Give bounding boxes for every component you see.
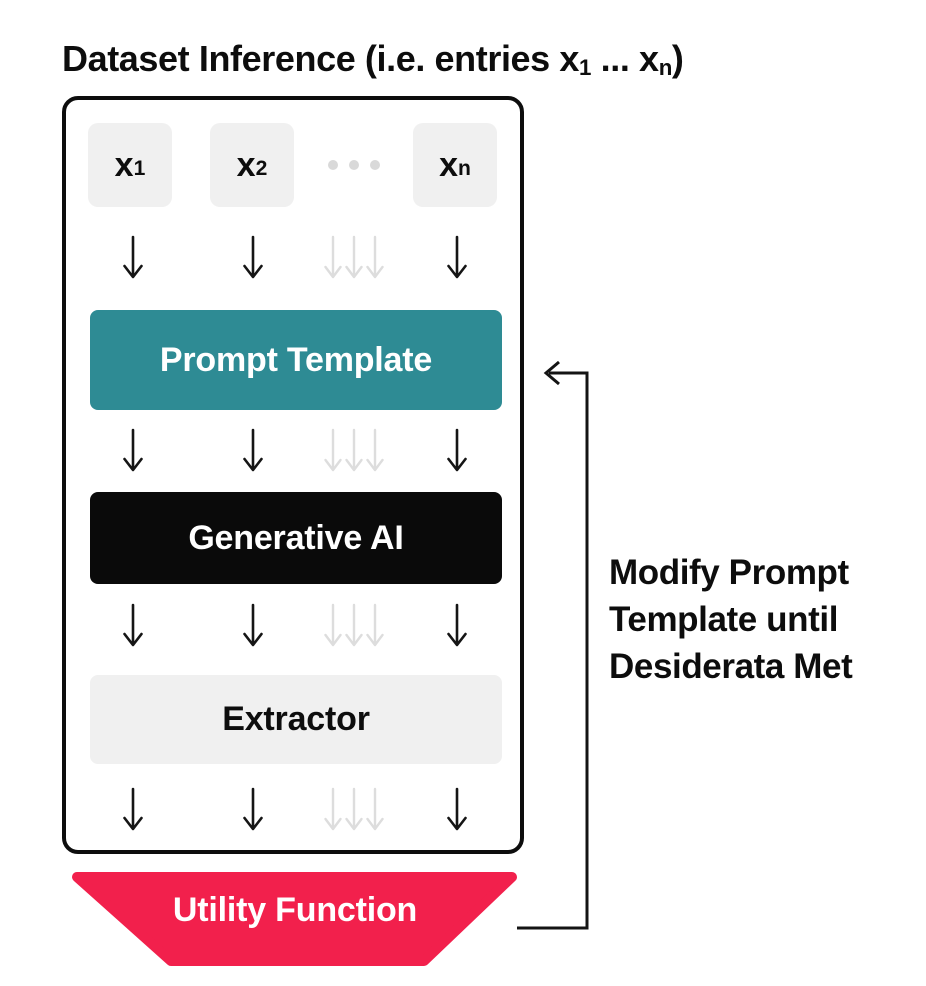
prompt-template-label: Prompt Template xyxy=(159,340,433,379)
down-arrow-icon xyxy=(447,787,467,831)
title-text: ) xyxy=(671,38,684,79)
feedback-note-line: Template until xyxy=(609,600,839,639)
extractor-label: Extractor xyxy=(222,700,370,738)
prompt-template-box: Prompt Template xyxy=(90,310,502,410)
generative-ai-box: Generative AI xyxy=(90,492,502,584)
title-subscript-1: 1 xyxy=(579,55,592,81)
down-arrow-faded-icon xyxy=(345,235,363,279)
entry-label: x xyxy=(236,145,256,184)
page-title: Dataset Inference (i.e. entries x1 ... x… xyxy=(62,38,684,80)
down-arrow-icon xyxy=(447,428,467,472)
down-arrow-icon xyxy=(447,603,467,647)
down-arrow-icon xyxy=(123,603,143,647)
down-arrow-faded-icon xyxy=(345,603,363,647)
title-subscript-n: n xyxy=(658,55,673,81)
down-arrow-icon xyxy=(243,235,263,279)
down-arrow-faded-icon xyxy=(366,235,384,279)
feedback-loop-arrow xyxy=(517,360,589,930)
title-text: Dataset Inference (i.e. entries x xyxy=(62,38,580,79)
generative-ai-label: Generative AI xyxy=(188,518,404,557)
down-arrow-faded-icon xyxy=(324,787,342,831)
down-arrow-icon xyxy=(123,235,143,279)
utility-function-label: Utility Function xyxy=(172,891,418,929)
down-arrow-faded-icon xyxy=(366,603,384,647)
down-arrow-faded-icon xyxy=(324,235,342,279)
down-arrow-faded-icon xyxy=(324,428,342,472)
down-arrow-faded-icon xyxy=(345,428,363,472)
down-arrow-icon xyxy=(243,787,263,831)
title-text: ... x xyxy=(591,38,659,79)
down-arrow-icon xyxy=(447,235,467,279)
feedback-note: Modify Prompt Template until Desiderata … xyxy=(609,549,853,690)
down-arrow-icon xyxy=(243,603,263,647)
down-arrow-icon xyxy=(123,428,143,472)
down-arrow-icon xyxy=(123,787,143,831)
extractor-box: Extractor xyxy=(90,675,502,764)
down-arrow-faded-icon xyxy=(345,787,363,831)
feedback-note-line: Desiderata Met xyxy=(609,647,853,686)
entry-label: x xyxy=(114,145,134,184)
down-arrow-faded-icon xyxy=(366,787,384,831)
down-arrow-icon xyxy=(243,428,263,472)
ellipsis-dots xyxy=(328,160,380,170)
entry-label: x xyxy=(439,145,459,184)
down-arrow-faded-icon xyxy=(366,428,384,472)
down-arrow-faded-icon xyxy=(324,603,342,647)
feedback-note-line: Modify Prompt xyxy=(609,553,849,592)
